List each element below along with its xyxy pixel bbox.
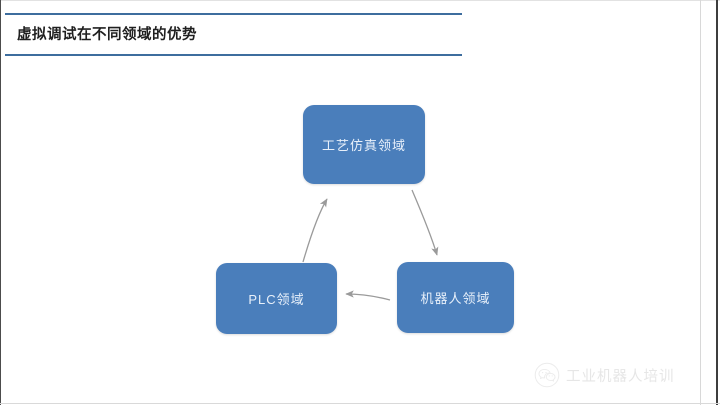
slide-border-right	[716, 0, 718, 405]
watermark-text: 工业机器人培训	[566, 368, 675, 385]
diagram-node-process-simulation[interactable]: 工艺仿真领域	[303, 105, 425, 184]
slide-border-top	[0, 0, 720, 1]
title-rule-bottom	[5, 54, 462, 56]
diagram-node-robotics[interactable]: 机器人领域	[397, 262, 514, 333]
diagram-node-label: 工艺仿真领域	[321, 138, 406, 153]
wechat-logo-icon	[534, 362, 560, 388]
diagram-node-label: 机器人领域	[420, 291, 491, 306]
diagram-node-label: PLC领域	[248, 292, 305, 307]
page-title: 虚拟调试在不同领域的优势	[17, 27, 197, 43]
slide-border-bottom	[0, 403, 720, 404]
slide-border-left	[0, 0, 1, 405]
slide-border-inner-right	[700, 0, 701, 405]
arrow-robot-to-plc	[345, 290, 391, 301]
arrow-plc-to-sim	[302, 198, 328, 263]
watermark: 工业机器人培训	[534, 358, 675, 392]
diagram-node-plc[interactable]: PLC领域	[216, 263, 337, 334]
title-rule-top	[5, 13, 462, 15]
arrow-sim-to-robot	[411, 189, 439, 256]
